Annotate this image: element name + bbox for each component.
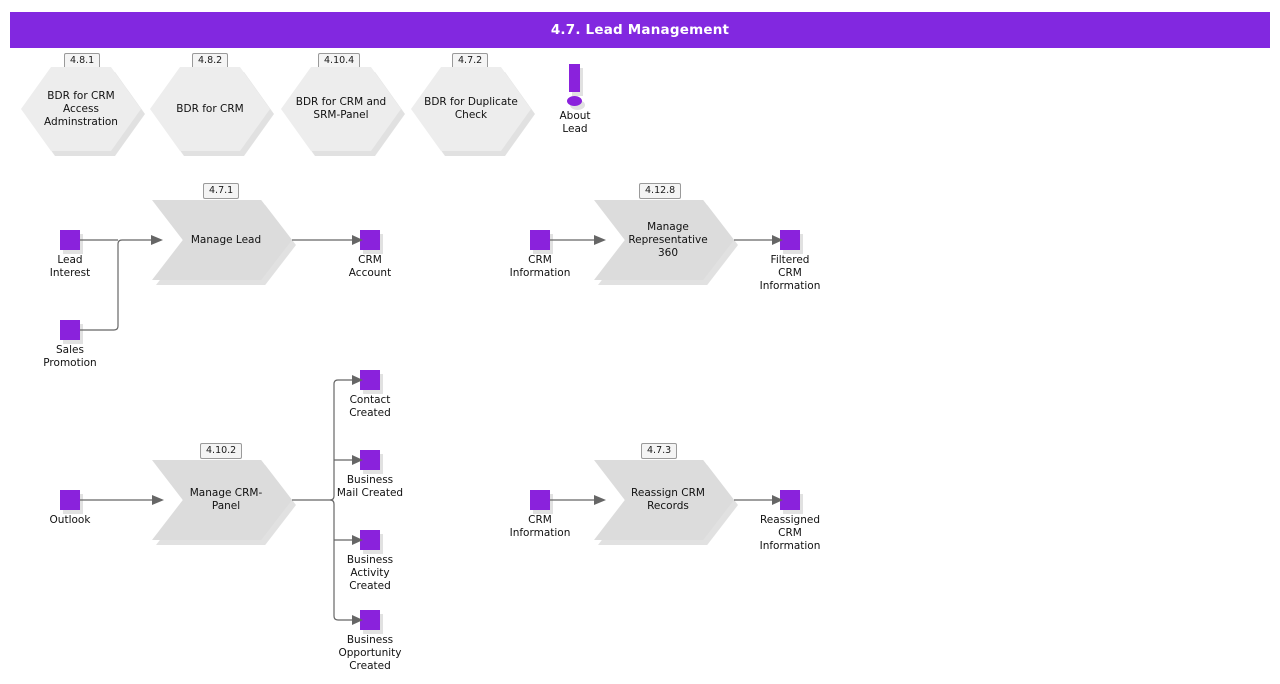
data-object-label: CRM Information	[509, 514, 571, 539]
square-shape	[530, 490, 550, 510]
connector-bus-join-lower	[329, 499, 335, 505]
page-title: 4.7. Lead Management	[550, 22, 730, 38]
square-shape	[530, 230, 550, 250]
data-object-label: Business Mail Created	[336, 474, 404, 499]
data-object-label: Sales Promotion	[43, 344, 97, 369]
process-reassign-crm-records[interactable]: Reassign CRM Records	[594, 460, 738, 545]
badge-4-12-8[interactable]: 4.12.8	[639, 183, 682, 199]
process-manage-crm-panel[interactable]: Manage CRM- Panel	[152, 460, 296, 545]
data-object-label: CRM Account	[348, 254, 392, 279]
square-shape	[780, 490, 800, 510]
square-shape	[360, 230, 380, 250]
data-object-contact-created[interactable]: Contact Created	[349, 370, 391, 419]
data-object-business-activity-created[interactable]: Business Activity Created	[347, 530, 393, 592]
reference-bdr-for-crm-and-srm-panel[interactable]: BDR for CRM and SRM-Panel	[281, 67, 405, 156]
process-manage-representative-360[interactable]: Manage Representative 360	[594, 200, 738, 285]
data-object-label: Filtered CRM Information	[759, 254, 821, 292]
data-object-business-mail-created[interactable]: Business Mail Created	[337, 450, 403, 499]
process-label: Manage Lead	[190, 233, 262, 246]
badge-4-7-1[interactable]: 4.7.1	[203, 183, 240, 199]
hexagon-shape	[21, 67, 141, 151]
data-object-business-opportunity-created[interactable]: Business Opportunity Created	[338, 610, 402, 672]
data-object-label: Business Activity Created	[346, 554, 394, 592]
about-lead-annotation[interactable]: About Lead	[555, 64, 595, 135]
connector-branch-contact	[333, 379, 352, 385]
data-object-lead-interest[interactable]: Lead Interest	[50, 230, 90, 279]
data-object-label: Reassigned CRM Information	[759, 514, 821, 552]
reference-bdr-for-crm-access-adminstration[interactable]: BDR for CRM Access Adminstration	[21, 67, 145, 156]
page-header: 4.7. Lead Management	[10, 12, 1270, 48]
about-lead-label: About Lead	[559, 110, 591, 135]
data-object-crm-information-top[interactable]: CRM Information	[510, 230, 570, 279]
reference-label: BDR for CRM and SRM-Panel	[295, 96, 387, 121]
data-object-filtered-crm-information[interactable]: Filtered CRM Information	[760, 230, 820, 292]
square-shape	[360, 370, 380, 390]
exclamation-icon	[569, 64, 580, 92]
reference-bdr-for-duplicate-check[interactable]: BDR for Duplicate Check	[411, 67, 535, 156]
process-label: Manage CRM- Panel	[189, 487, 263, 512]
data-object-outlook[interactable]: Outlook	[50, 490, 90, 526]
data-object-reassigned-crm-information[interactable]: Reassigned CRM Information	[760, 490, 820, 552]
reference-label: BDR for Duplicate Check	[424, 96, 518, 121]
data-object-label: Outlook	[49, 514, 91, 526]
data-object-crm-account[interactable]: CRM Account	[349, 230, 391, 279]
square-shape	[780, 230, 800, 250]
process-manage-lead[interactable]: Manage Lead	[152, 200, 296, 285]
square-shape	[60, 490, 80, 510]
hexagon-shape	[281, 67, 401, 151]
square-shape	[360, 450, 380, 470]
hexagon-shape	[411, 67, 531, 151]
connector-branch-opportunity	[333, 615, 352, 621]
square-shape	[60, 230, 80, 250]
data-object-label: Lead Interest	[49, 254, 91, 279]
square-shape	[360, 530, 380, 550]
badge-4-7-3[interactable]: 4.7.3	[641, 443, 678, 459]
exclamation-dot-icon	[567, 96, 582, 106]
process-label: Manage Representative 360	[628, 220, 708, 259]
reference-label: BDR for CRM Access Adminstration	[44, 89, 118, 128]
data-object-crm-information-bottom[interactable]: CRM Information	[510, 490, 570, 539]
process-label: Reassign CRM Records	[631, 487, 705, 512]
square-shape	[360, 610, 380, 630]
data-object-label: Business Opportunity Created	[338, 634, 402, 672]
badge-4-10-2[interactable]: 4.10.2	[200, 443, 243, 459]
reference-label: BDR for CRM	[176, 102, 244, 115]
data-object-label: Contact Created	[349, 394, 391, 419]
square-shape	[60, 320, 80, 340]
data-object-sales-promotion[interactable]: Sales Promotion	[43, 320, 97, 369]
data-object-label: CRM Information	[509, 254, 571, 279]
hexagon-shape	[150, 67, 270, 151]
reference-bdr-for-crm[interactable]: BDR for CRM	[150, 67, 274, 156]
